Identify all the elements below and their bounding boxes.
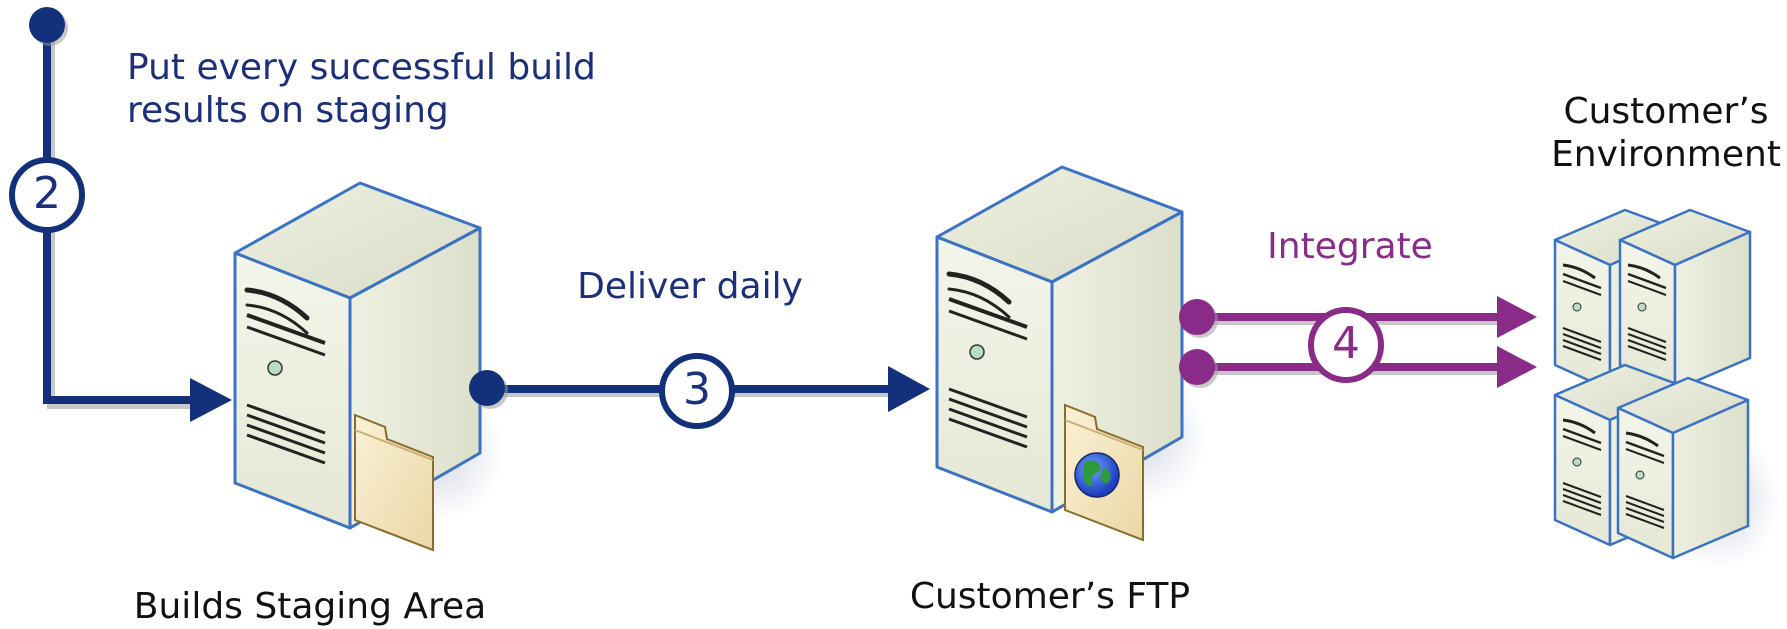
step-2-label-line1: Put every successful build <box>127 47 596 88</box>
step-3-label: Deliver daily <box>577 266 803 307</box>
step-2-label: Put every successful build results on st… <box>127 46 596 132</box>
step-2-connector <box>9 7 232 422</box>
step-4-connector <box>1179 296 1537 388</box>
step-4-arrowhead-lower <box>1497 346 1537 388</box>
step-3-badge <box>659 353 735 429</box>
step-2-start-dot <box>29 7 65 43</box>
environment-label: Customer’s Environment <box>1546 90 1786 176</box>
step-2-badge <box>9 157 85 233</box>
step-4-start-dot-upper <box>1179 299 1215 335</box>
step-3-arrowhead <box>888 366 930 412</box>
step-3-connector <box>469 353 930 429</box>
step-2-number: 2 <box>33 168 61 219</box>
step-4-label: Integrate <box>1267 226 1433 267</box>
step-4-start-dot-lower <box>1179 349 1215 385</box>
ftp-label: Customer’s FTP <box>909 576 1191 617</box>
step-4-badge <box>1308 307 1384 383</box>
step-4-arrowhead-upper <box>1497 296 1537 338</box>
environment-label-line2: Environment <box>1551 134 1781 176</box>
step-3-number: 3 <box>683 364 711 415</box>
step-3-start-dot <box>469 370 505 406</box>
globe-icon <box>1074 452 1120 498</box>
step-4-number: 4 <box>1332 318 1360 369</box>
staging-folder-icon <box>354 413 434 552</box>
step-2-label-line2: results on staging <box>127 90 449 132</box>
step-2-arrowhead <box>190 378 232 422</box>
environment-server-cluster <box>1553 208 1780 570</box>
environment-label-line1: Customer’s <box>1563 91 1769 132</box>
staging-label: Builds Staging Area <box>133 586 487 627</box>
